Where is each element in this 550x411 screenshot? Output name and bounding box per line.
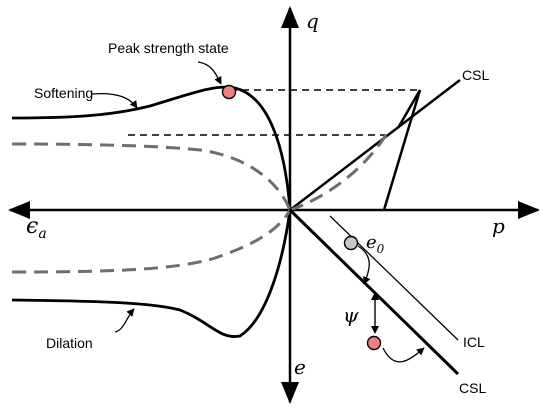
csl-upper-label: CSL	[462, 67, 489, 83]
q-axis-label: q	[306, 9, 319, 33]
e0-subscript: 0	[377, 242, 385, 256]
dilation-label: Dilation	[46, 335, 93, 351]
peak-label-leader	[197, 61, 222, 85]
softening-label-leader	[91, 92, 138, 109]
contractive-curve-lower	[11, 209, 292, 274]
softening-curve	[11, 85, 292, 211]
csl-lower-line	[288, 208, 460, 376]
e0-symbol: e	[366, 232, 377, 253]
p-axis-label: p	[492, 214, 505, 238]
csl-lower-label: CSL	[459, 380, 486, 396]
initial-state-marker	[343, 235, 359, 251]
current-state-marker	[366, 335, 382, 351]
strain-axis-symbol: ϵ	[26, 214, 38, 239]
psi-label: ψ	[343, 303, 359, 327]
bottom-axis-arrowhead	[281, 382, 299, 404]
dilation-curve	[11, 209, 292, 338]
right-axis-arrowhead	[518, 201, 540, 219]
icl-label: ICL	[463, 334, 485, 350]
e-axis-label: e	[294, 355, 306, 379]
e0-drop-arrow	[357, 245, 371, 285]
e0-label: e0	[366, 232, 385, 256]
top-axis-arrowhead	[281, 6, 299, 28]
csl-upper-line	[289, 79, 461, 211]
peak-state-marker	[221, 84, 237, 100]
stress-path-dense	[382, 89, 422, 211]
psi-arrowhead-up	[371, 292, 379, 300]
softening-label: Softening	[34, 85, 93, 101]
left-axis-arrowhead	[8, 201, 30, 219]
stress-path-loose	[289, 134, 388, 212]
contractive-curve-upper	[11, 142, 292, 211]
strain-axis-subscript: a	[38, 226, 46, 242]
strain-axis-label: ϵa	[26, 214, 47, 242]
dilation-label-leader	[114, 308, 135, 333]
psi-arrowhead-down	[371, 326, 379, 334]
state-to-csl-arrow	[382, 347, 425, 363]
peak-strength-label: Peak strength state	[108, 40, 229, 56]
